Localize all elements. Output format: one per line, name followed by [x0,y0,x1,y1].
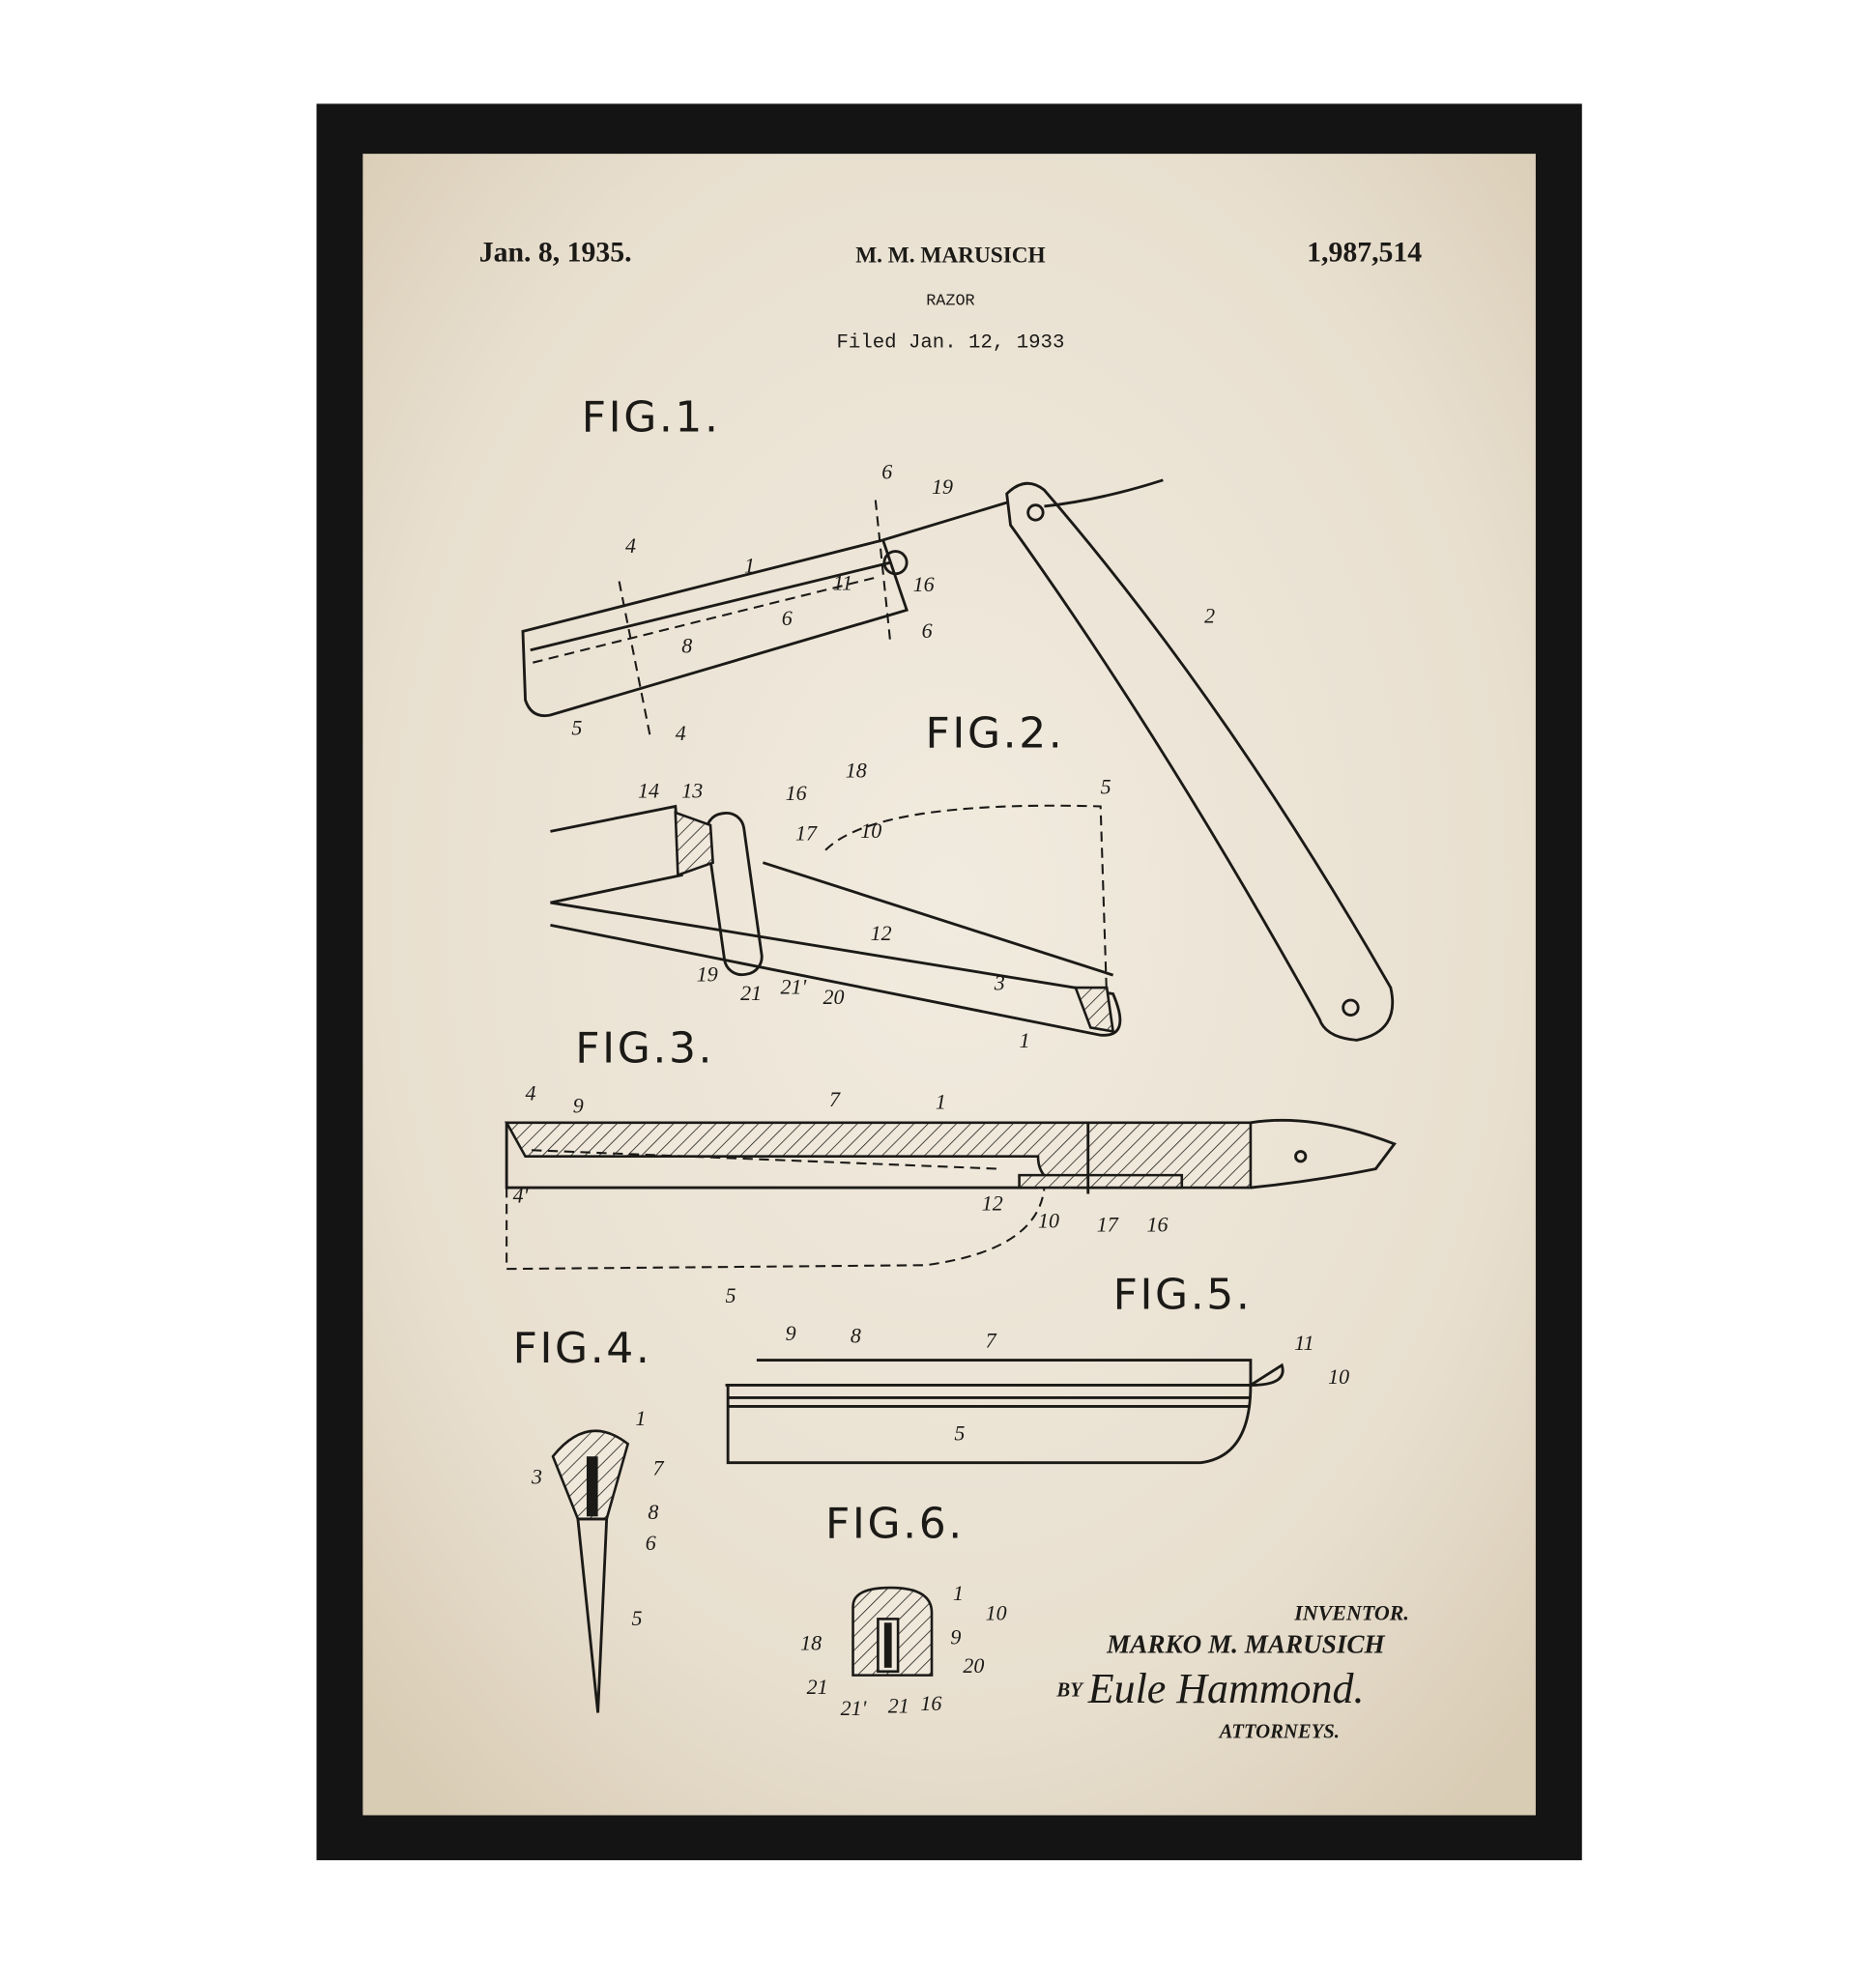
svg-text:21': 21' [780,975,806,999]
patent-title: RAZOR [926,293,974,311]
svg-text:12: 12 [982,1190,1003,1215]
svg-text:10: 10 [986,1601,1007,1625]
svg-text:11: 11 [833,571,852,595]
svg-text:4: 4 [625,533,636,558]
svg-text:13: 13 [681,778,703,802]
svg-text:21: 21 [807,1675,828,1699]
svg-text:7: 7 [986,1329,997,1353]
svg-text:21: 21 [888,1693,909,1717]
svg-text:10: 10 [860,818,881,843]
svg-text:6: 6 [782,606,793,630]
svg-text:10: 10 [1038,1208,1059,1232]
svg-text:17: 17 [1097,1212,1119,1236]
svg-text:19: 19 [697,962,718,987]
svg-text:FIG.2.: FIG.2. [926,709,1065,759]
svg-text:FIG.4.: FIG.4. [513,1324,652,1373]
svg-text:3: 3 [531,1465,542,1489]
svg-text:21: 21 [740,981,762,1005]
svg-text:5: 5 [954,1420,965,1445]
svg-text:9: 9 [786,1321,796,1345]
svg-text:FIG.6.: FIG.6. [825,1499,965,1548]
svg-text:21': 21' [841,1696,867,1720]
svg-text:5: 5 [571,716,582,740]
svg-text:FIG.5.: FIG.5. [1113,1271,1253,1320]
svg-text:4': 4' [513,1184,529,1208]
svg-text:FIG.3.: FIG.3. [575,1024,714,1074]
svg-text:4: 4 [676,721,686,745]
svg-text:1: 1 [936,1090,946,1114]
svg-text:1: 1 [635,1406,646,1430]
svg-text:14: 14 [638,778,659,802]
svg-text:7: 7 [653,1456,665,1480]
svg-text:1: 1 [1020,1028,1030,1052]
svg-text:16: 16 [920,1691,941,1715]
svg-text:7: 7 [829,1087,841,1111]
attorney-signature: Eule Hammond. [1087,1665,1365,1712]
patent-number: 1,987,514 [1307,236,1422,268]
svg-text:1: 1 [953,1581,964,1605]
svg-text:20: 20 [823,985,844,1009]
svg-text:8: 8 [681,633,692,657]
patent-date: Jan. 8, 1935. [479,236,632,268]
svg-text:11: 11 [1294,1331,1313,1355]
svg-text:9: 9 [573,1093,584,1117]
svg-text:9: 9 [950,1624,961,1649]
svg-text:8: 8 [851,1323,861,1347]
svg-text:2: 2 [1204,603,1215,627]
filed-date: Filed Jan. 12, 1933 [836,332,1064,355]
svg-text:6: 6 [646,1531,656,1555]
attorneys-label: ATTORNEYS. [1218,1721,1340,1742]
svg-text:3: 3 [994,971,1005,995]
svg-text:16: 16 [913,572,935,596]
svg-text:FIG.1.: FIG.1. [582,392,721,442]
inventor-header: M. M. MARUSICH [855,244,1045,269]
by-label: BY [1055,1680,1084,1702]
svg-text:17: 17 [795,820,818,845]
svg-text:6: 6 [922,618,933,643]
inventor-label: INVENTOR. [1293,1601,1409,1625]
paper [362,154,1536,1815]
svg-text:20: 20 [963,1653,984,1678]
svg-text:5: 5 [632,1606,643,1630]
svg-text:8: 8 [648,1500,658,1524]
svg-text:5: 5 [726,1283,736,1307]
svg-text:4: 4 [526,1080,536,1104]
svg-text:6: 6 [881,460,892,484]
svg-text:18: 18 [846,759,867,783]
svg-text:16: 16 [1147,1212,1169,1236]
svg-text:16: 16 [786,781,807,805]
svg-text:18: 18 [800,1631,822,1655]
svg-text:19: 19 [932,474,953,499]
svg-text:5: 5 [1101,775,1111,799]
svg-text:1: 1 [744,554,755,578]
svg-text:10: 10 [1328,1364,1349,1389]
svg-text:12: 12 [871,921,892,945]
inventor-name: MARKO M. MARUSICH [1106,1629,1385,1658]
